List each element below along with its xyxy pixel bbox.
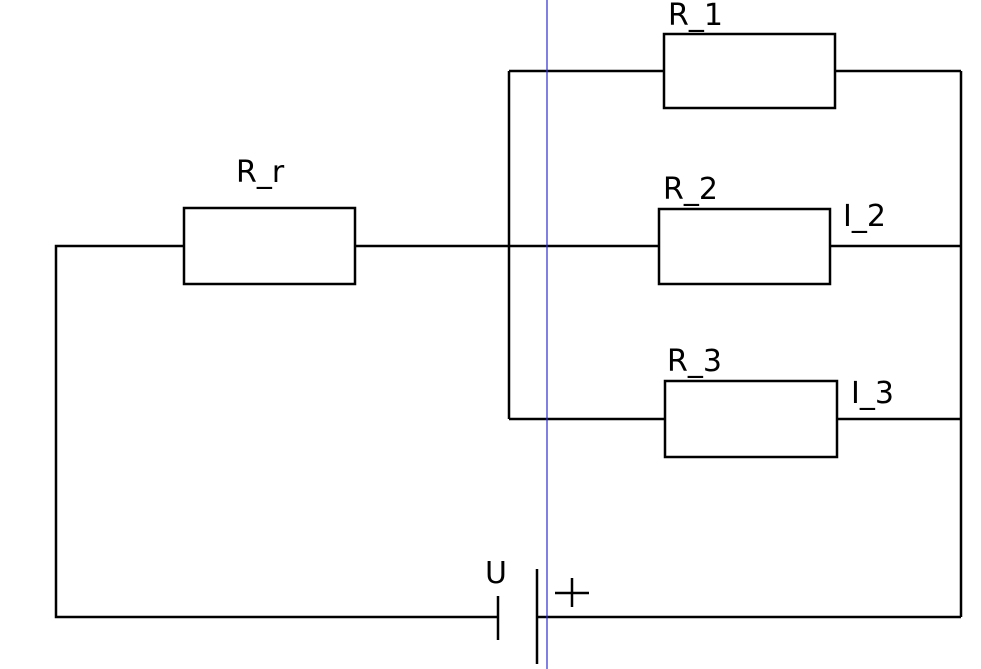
resistor-r-1 bbox=[662, 32, 837, 110]
wires bbox=[54, 69, 963, 619]
label-r-2: R_2 bbox=[663, 172, 718, 207]
label-r-1: R_1 bbox=[668, 0, 723, 33]
label-u: U bbox=[485, 556, 507, 591]
wire-left-loop bbox=[54, 244, 498, 619]
label-r-r: R_r bbox=[236, 155, 285, 190]
resistor-r-r bbox=[182, 206, 357, 286]
battery-symbol bbox=[496, 569, 589, 664]
label-i-3: I_3 bbox=[851, 376, 894, 411]
label-r-3: R_3 bbox=[667, 344, 722, 379]
resistor-r-3 bbox=[663, 379, 839, 459]
label-i-2: I_2 bbox=[843, 199, 886, 234]
resistor-r-2 bbox=[657, 207, 832, 286]
